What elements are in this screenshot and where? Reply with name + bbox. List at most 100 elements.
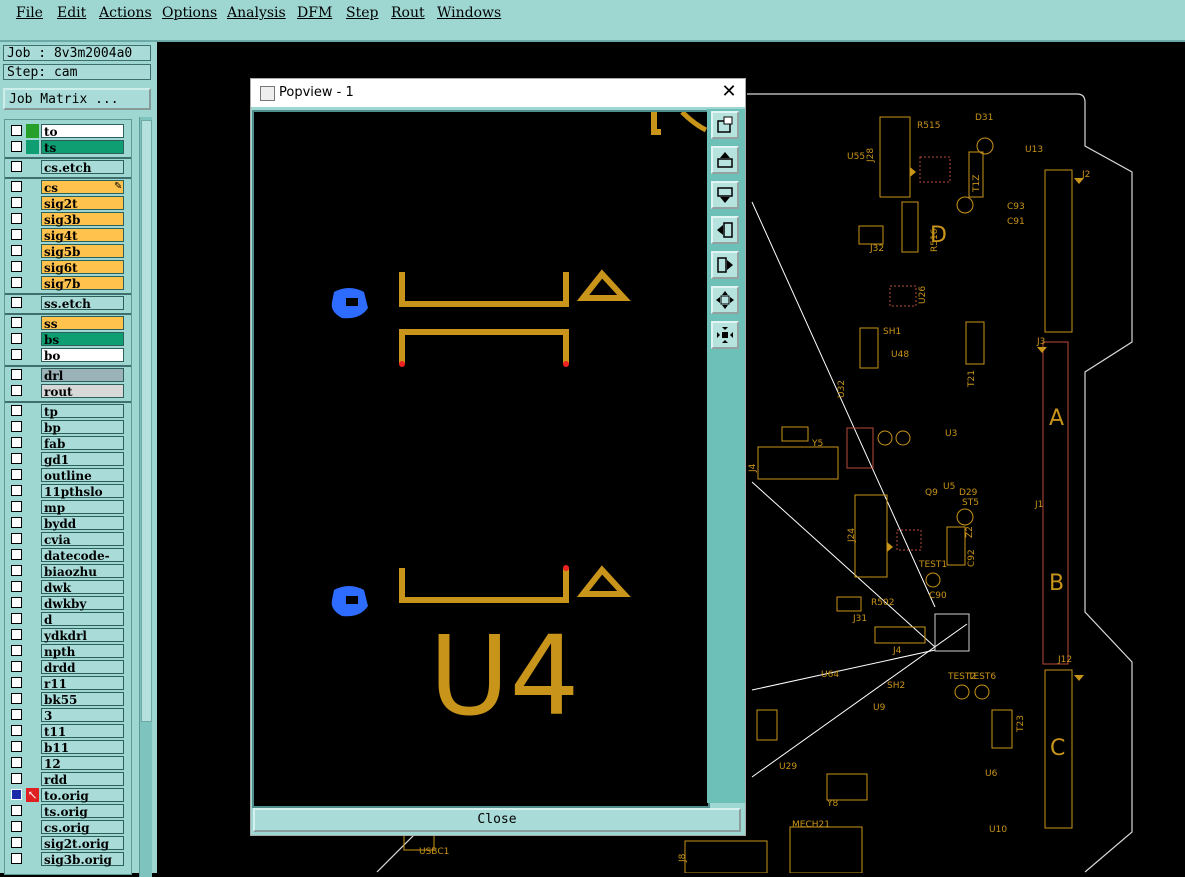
layer-checkbox[interactable]: [11, 245, 22, 256]
layer-name[interactable]: r11: [41, 676, 124, 691]
layer-checkbox[interactable]: [11, 229, 22, 240]
layer-checkbox[interactable]: [11, 385, 22, 396]
layer-row[interactable]: gd1: [5, 452, 131, 467]
job-matrix-button[interactable]: Job Matrix ...: [3, 88, 151, 110]
menu-file[interactable]: File: [16, 5, 43, 21]
pan-up-button[interactable]: [711, 146, 739, 174]
layer-name[interactable]: npth: [41, 644, 124, 659]
layer-checkbox[interactable]: [11, 125, 22, 136]
layer-name[interactable]: rdd: [41, 772, 124, 787]
layer-row[interactable]: rdd: [5, 772, 131, 787]
layer-row[interactable]: sig6t: [5, 260, 131, 275]
pan-left-button[interactable]: [711, 216, 739, 244]
layer-name[interactable]: to.orig: [41, 788, 124, 803]
layer-checkbox[interactable]: [11, 333, 22, 344]
layer-checkbox[interactable]: [11, 453, 22, 464]
layer-name[interactable]: 12: [41, 756, 124, 771]
layer-name[interactable]: fab: [41, 436, 124, 451]
menu-rout[interactable]: Rout: [391, 5, 425, 21]
layer-name[interactable]: bp: [41, 420, 124, 435]
layer-name[interactable]: cs.etch: [41, 160, 124, 175]
layer-row[interactable]: dwk: [5, 580, 131, 595]
layer-name[interactable]: 3: [41, 708, 124, 723]
layer-name[interactable]: sig4t: [41, 228, 124, 243]
menu-analysis[interactable]: Analysis: [227, 5, 286, 21]
layer-row[interactable]: d: [5, 612, 131, 627]
layer-name[interactable]: sig3b: [41, 212, 124, 227]
layer-row[interactable]: sig2t: [5, 196, 131, 211]
layer-row[interactable]: 3: [5, 708, 131, 723]
layer-checkbox[interactable]: [11, 565, 22, 576]
layer-name[interactable]: ts.orig: [41, 804, 124, 819]
layer-row[interactable]: dwkby: [5, 596, 131, 611]
layer-checkbox[interactable]: [11, 853, 22, 864]
layer-row[interactable]: sig7b: [5, 276, 131, 291]
layer-name[interactable]: tp: [41, 404, 124, 419]
layer-checkbox[interactable]: [11, 297, 22, 308]
layer-checkbox[interactable]: [11, 533, 22, 544]
layer-checkbox[interactable]: [11, 437, 22, 448]
layer-row[interactable]: drdd: [5, 660, 131, 675]
layer-row[interactable]: ↖to.orig: [5, 788, 131, 803]
menu-actions[interactable]: Actions: [99, 5, 152, 21]
layer-checkbox[interactable]: [11, 181, 22, 192]
layer-checkbox[interactable]: [11, 421, 22, 432]
menu-options[interactable]: Options: [162, 5, 218, 21]
menu-windows[interactable]: Windows: [437, 5, 502, 21]
layer-name[interactable]: sig6t: [41, 260, 124, 275]
menu-edit[interactable]: Edit: [57, 5, 87, 21]
layer-name[interactable]: sig7b: [41, 276, 124, 291]
layer-name[interactable]: datecode-bs: [41, 548, 124, 577]
layer-name[interactable]: dwk: [41, 580, 124, 595]
layer-row[interactable]: t11: [5, 724, 131, 739]
layer-row[interactable]: bydd: [5, 516, 131, 531]
layer-checkbox[interactable]: [11, 773, 22, 784]
layer-row[interactable]: tp: [5, 404, 131, 419]
layer-name[interactable]: sig5b: [41, 244, 124, 259]
layer-name[interactable]: ss.etch: [41, 296, 124, 311]
layer-name[interactable]: dwkby: [41, 596, 124, 611]
layer-checkbox[interactable]: [11, 805, 22, 816]
pan-down-button[interactable]: [711, 181, 739, 209]
layer-row[interactable]: bo: [5, 348, 131, 363]
layer-checkbox[interactable]: [11, 709, 22, 720]
layer-name[interactable]: cvia: [41, 532, 124, 547]
layer-row[interactable]: sig2t.orig: [5, 836, 131, 851]
layer-name[interactable]: cs.orig: [41, 820, 124, 835]
layer-row[interactable]: mp: [5, 500, 131, 515]
layer-checkbox[interactable]: [11, 469, 22, 480]
layer-checkbox[interactable]: [11, 613, 22, 624]
layer-name[interactable]: bydd: [41, 516, 124, 531]
layer-row[interactable]: npth: [5, 644, 131, 659]
layer-checkbox[interactable]: [11, 317, 22, 328]
layer-row[interactable]: r11: [5, 676, 131, 691]
layer-name[interactable]: bk55: [41, 692, 124, 707]
layer-name[interactable]: ss: [41, 316, 124, 331]
layer-checkbox[interactable]: [11, 677, 22, 688]
layer-row[interactable]: cvia: [5, 532, 131, 547]
layer-name[interactable]: drl: [41, 368, 124, 383]
layer-name[interactable]: cs: [41, 180, 124, 195]
layer-row[interactable]: ss.etch: [5, 296, 131, 311]
layer-row[interactable]: bp: [5, 420, 131, 435]
layer-name[interactable]: ydkdrl: [41, 628, 124, 643]
layer-checkbox[interactable]: [11, 277, 22, 288]
layer-name[interactable]: mp: [41, 500, 124, 515]
layer-row[interactable]: fab: [5, 436, 131, 451]
zoom-in-button[interactable]: [711, 321, 739, 349]
layer-checkbox[interactable]: [11, 757, 22, 768]
layer-row[interactable]: ydkdrl: [5, 628, 131, 643]
layer-row[interactable]: sig4t: [5, 228, 131, 243]
layer-name[interactable]: bo: [41, 348, 124, 363]
pan-right-button[interactable]: [711, 251, 739, 279]
layer-checkbox[interactable]: [11, 405, 22, 416]
layer-checkbox[interactable]: [11, 821, 22, 832]
layer-name[interactable]: outline: [41, 468, 124, 483]
layer-name[interactable]: 11pthslo: [41, 484, 124, 499]
layer-name[interactable]: gd1: [41, 452, 124, 467]
layer-row[interactable]: 11pthslo: [5, 484, 131, 499]
layer-name[interactable]: drdd: [41, 660, 124, 675]
layer-checkbox[interactable]: [11, 161, 22, 172]
layer-checkbox[interactable]: [11, 261, 22, 272]
zoom-window-button[interactable]: [711, 111, 739, 139]
